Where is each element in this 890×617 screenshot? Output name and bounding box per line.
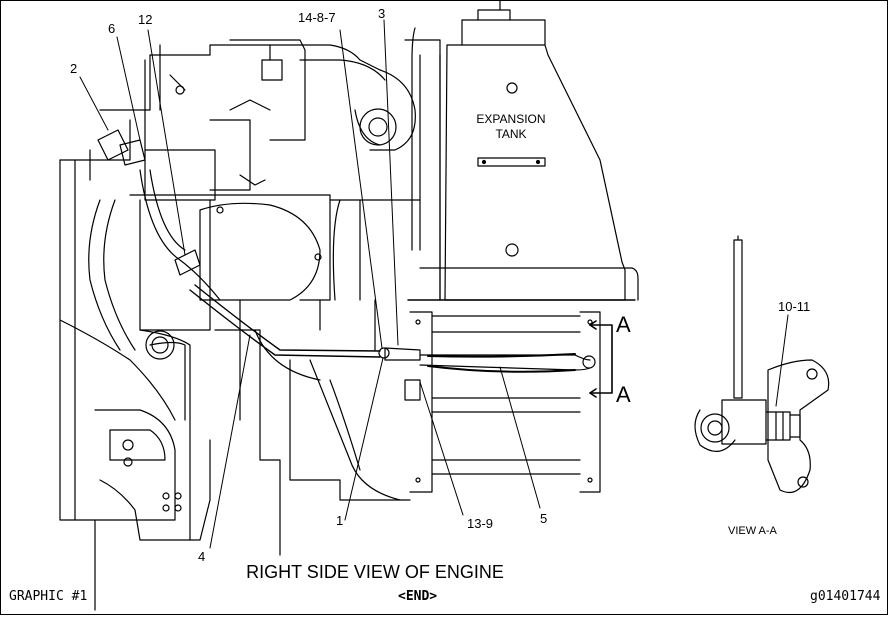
view-a-a-detail bbox=[694, 235, 830, 494]
view-a-a-label: VIEW A-A bbox=[728, 525, 777, 537]
section-marker-a-top: A bbox=[616, 312, 631, 337]
callout-12: 12 bbox=[138, 12, 153, 27]
tank-label-line-2: TANK bbox=[495, 127, 527, 141]
callout-5: 5 bbox=[540, 511, 548, 526]
engine-block bbox=[59, 39, 421, 611]
mounting-bracket bbox=[404, 311, 601, 493]
callout-6: 6 bbox=[108, 21, 116, 36]
image-id: g01401744 bbox=[810, 589, 881, 604]
section-marker-a-bottom: A bbox=[616, 382, 631, 407]
callout-4: 4 bbox=[198, 549, 206, 564]
leader-lines bbox=[79, 19, 789, 549]
callout-10-11: 10-11 bbox=[778, 299, 811, 314]
main-caption: RIGHT SIDE VIEW OF ENGINE bbox=[246, 562, 504, 582]
callout-2: 2 bbox=[70, 61, 78, 76]
graphic-label: GRAPHIC #1 bbox=[9, 589, 88, 604]
expansion-tank bbox=[404, 0, 639, 301]
upper-fittings bbox=[89, 59, 283, 301]
expansion-tank-label: EXPANSION TANK bbox=[466, 112, 556, 142]
section-arrows bbox=[589, 320, 613, 398]
end-label: <END> bbox=[398, 589, 438, 604]
callout-13-9: 13-9 bbox=[467, 516, 494, 531]
callout-14-8-7: 14-8-7 bbox=[298, 10, 336, 25]
tank-label-line-1: EXPANSION bbox=[476, 112, 546, 126]
callout-1: 1 bbox=[336, 513, 344, 528]
callout-3: 3 bbox=[378, 6, 386, 21]
